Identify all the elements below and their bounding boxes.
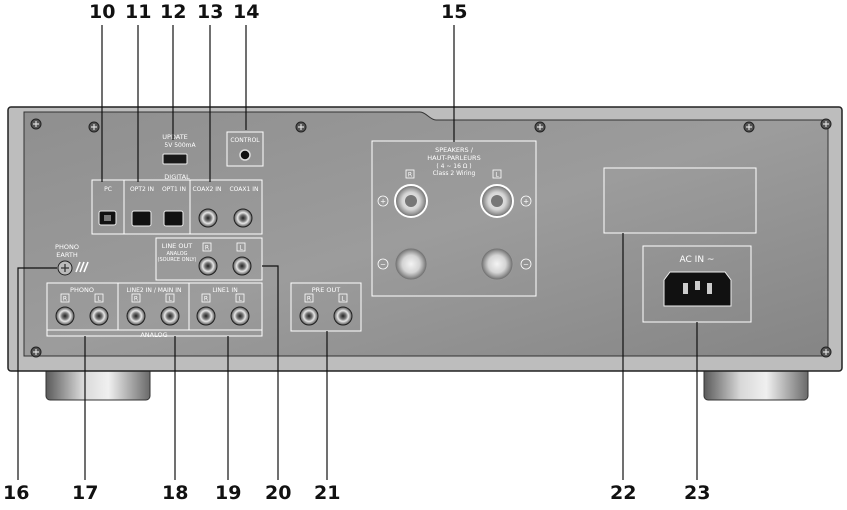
- callout-16: 16: [3, 482, 30, 504]
- line-out-sub1: ANALOG: [167, 251, 188, 257]
- callout-13: 13: [197, 1, 224, 23]
- update-label: UPDATE: [162, 133, 188, 141]
- opt2-port[interactable]: [131, 210, 152, 227]
- coax1-label: COAX1 IN: [229, 186, 258, 193]
- speakers-label-4: Class 2 Wiring: [433, 170, 476, 177]
- speaker-r-mark: R: [408, 172, 412, 179]
- speaker-r-minus-mark: −: [380, 261, 386, 269]
- pre-out-label: PRE OUT: [312, 286, 340, 294]
- digital-label: DIGITAL: [164, 173, 190, 181]
- line2-l-mark: L: [168, 296, 172, 303]
- phono-r-jack[interactable]: [55, 306, 75, 326]
- speakers-label-3: ( 4 ~ 16 Ω ): [436, 163, 471, 170]
- opt1-port[interactable]: [163, 210, 184, 227]
- callout-10: 10: [89, 1, 116, 23]
- line1-label: LINE1 IN: [212, 287, 237, 294]
- ac-in-label: AC IN ~: [680, 255, 715, 265]
- phono-earth-label-2: EARTH: [56, 251, 78, 259]
- speakers-label-2: HAUT-PARLEURS: [427, 154, 480, 162]
- line2-l-jack[interactable]: [160, 306, 180, 326]
- speaker-r-plus-mark: +: [380, 198, 386, 206]
- opt1-label: OPT1 IN: [162, 186, 186, 193]
- pre-out-l-jack[interactable]: [333, 306, 353, 326]
- pre-out-r-mark: R: [307, 296, 311, 303]
- line1-l-jack[interactable]: [230, 306, 250, 326]
- line-out-box: [155, 237, 263, 281]
- line2-r-mark: R: [134, 296, 138, 303]
- coax2-label: COAX2 IN: [192, 186, 221, 193]
- line1-r-jack[interactable]: [196, 306, 216, 326]
- phono-l-jack[interactable]: [89, 306, 109, 326]
- analog-box: [46, 282, 263, 337]
- callout-14: 14: [233, 1, 260, 23]
- speaker-r-minus-post[interactable]: [394, 247, 428, 281]
- pc-label: PC: [104, 186, 112, 193]
- phono-earth-label-1: PHONO: [55, 243, 79, 251]
- label-plate: [603, 167, 757, 234]
- speaker-l-plus-mark: +: [523, 198, 529, 206]
- speaker-l-minus-mark: −: [523, 261, 529, 269]
- pre-out-r-jack[interactable]: [299, 306, 319, 326]
- control-label: CONTROL: [230, 137, 260, 144]
- phono-l-mark: L: [97, 296, 101, 303]
- callout-23: 23: [684, 482, 711, 504]
- phono-r-mark: R: [63, 296, 67, 303]
- speakers-label-1: SPEAKERS /: [435, 146, 474, 154]
- update-spec-label: 5V 500mA: [164, 142, 196, 149]
- callout-20: 20: [265, 482, 292, 504]
- pre-out-l-mark: L: [341, 296, 345, 303]
- screws: [30, 118, 832, 358]
- digital-box: [91, 179, 263, 235]
- line-out-r-jack[interactable]: [198, 256, 218, 276]
- phono-label: PHONO: [70, 286, 94, 294]
- callout-21: 21: [314, 482, 341, 504]
- control-box: [226, 131, 264, 167]
- line-out-r-mark: R: [205, 245, 209, 252]
- callout-17: 17: [72, 482, 99, 504]
- earth-symbol-icon: [75, 261, 89, 273]
- line1-r-mark: R: [204, 296, 208, 303]
- callout-22: 22: [610, 482, 637, 504]
- line1-l-mark: L: [238, 296, 242, 303]
- speaker-l-minus-post[interactable]: [480, 247, 514, 281]
- opt2-label: OPT2 IN: [130, 186, 154, 193]
- panel-face: [23, 111, 829, 357]
- coax2-jack[interactable]: [198, 208, 218, 228]
- analog-label: ANALOG: [140, 331, 167, 339]
- callout-18: 18: [162, 482, 189, 504]
- control-jack[interactable]: [239, 149, 251, 161]
- line-out-sub2: (SOURCE ONLY): [158, 257, 197, 263]
- usb-update-port[interactable]: [162, 153, 188, 165]
- coax1-jack[interactable]: [233, 208, 253, 228]
- line2-r-jack[interactable]: [126, 306, 146, 326]
- leader-lines: [17, 25, 698, 480]
- line-out-label: LINE OUT: [162, 242, 192, 250]
- line2-label: LINE2 IN / MAIN IN: [127, 287, 182, 294]
- pre-out-box: [290, 282, 362, 332]
- line-out-l-mark: L: [239, 245, 243, 252]
- callout-11: 11: [125, 1, 152, 23]
- speaker-l-mark: L: [495, 172, 499, 179]
- callout-19: 19: [215, 482, 242, 504]
- callout-15: 15: [441, 1, 468, 23]
- line-out-l-jack[interactable]: [232, 256, 252, 276]
- callout-12: 12: [160, 1, 187, 23]
